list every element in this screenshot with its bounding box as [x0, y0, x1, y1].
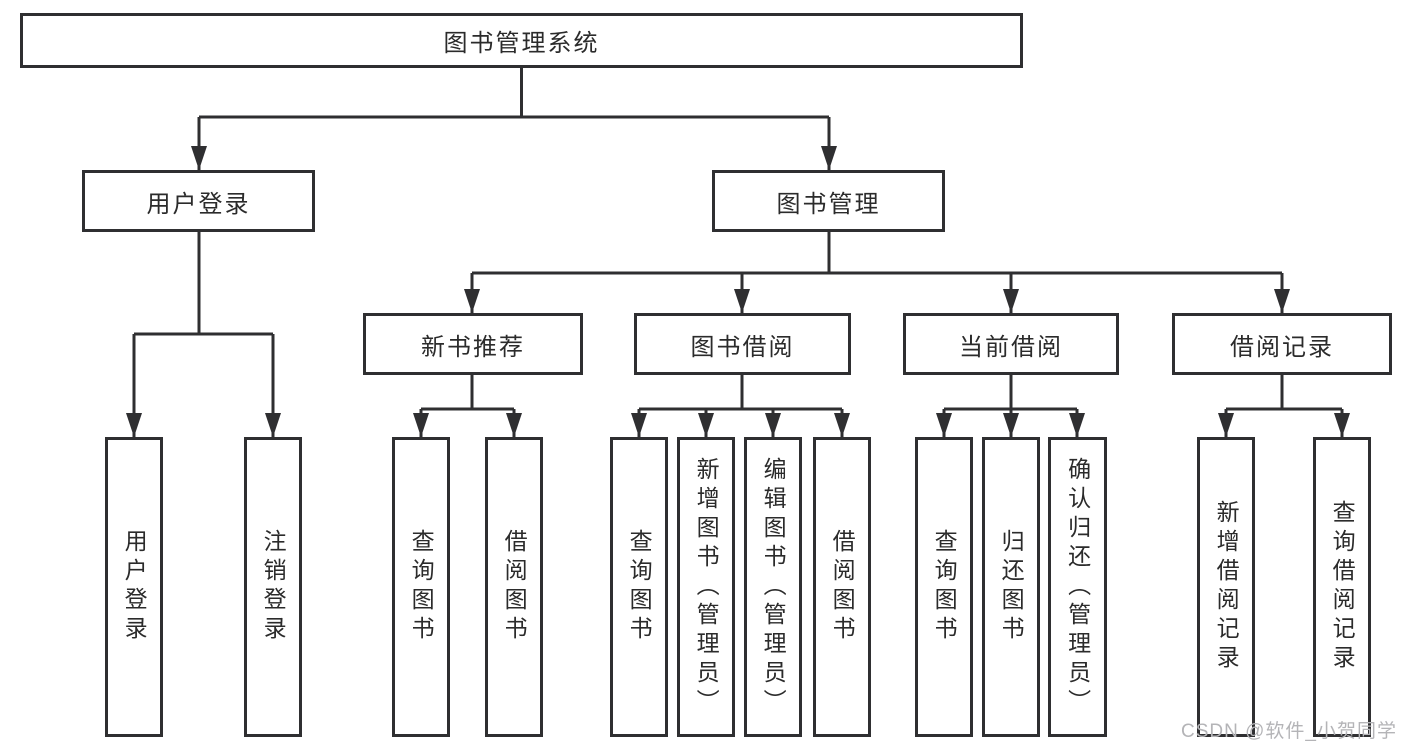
- node-borrow-records-label: 借阅记录: [1230, 333, 1334, 361]
- node-user-login: 用户登录: [82, 170, 315, 232]
- leaf-query-books-2: 查询图书: [610, 437, 668, 737]
- node-book-management: 图书管理: [712, 170, 945, 232]
- leaf-user-login-label: 用户登录: [121, 529, 148, 645]
- node-user-login-label: 用户登录: [146, 190, 251, 218]
- node-root-system-label: 图书管理系统: [443, 30, 600, 57]
- leaf-edit-books-admin-label: 编辑图书（管理员）: [760, 456, 787, 718]
- leaf-confirm-return-admin: 确认归还（管理员）: [1048, 437, 1107, 737]
- leaf-query-books-1: 查询图书: [392, 437, 450, 737]
- leaf-borrow-books-1-label: 借阅图书: [501, 529, 528, 645]
- node-root-system: 图书管理系统: [20, 13, 1023, 68]
- leaf-query-books-3: 查询图书: [915, 437, 973, 737]
- leaf-query-borrow-record-label: 查询借阅记录: [1329, 500, 1356, 674]
- node-borrow-records: 借阅记录: [1172, 313, 1392, 375]
- connector-rails: [134, 68, 1342, 411]
- leaf-user-login: 用户登录: [105, 437, 163, 737]
- node-new-book-recommend: 新书推荐: [363, 313, 583, 375]
- leaf-confirm-return-admin-label: 确认归还（管理员）: [1064, 456, 1091, 718]
- leaf-borrow-books-2-label: 借阅图书: [829, 529, 856, 645]
- leaf-query-borrow-record: 查询借阅记录: [1313, 437, 1371, 737]
- node-book-management-label: 图书管理: [776, 190, 881, 218]
- node-book-borrow: 图书借阅: [634, 313, 851, 375]
- leaf-query-books-2-label: 查询图书: [626, 529, 653, 645]
- leaf-borrow-books-2: 借阅图书: [813, 437, 871, 737]
- node-new-book-recommend-label: 新书推荐: [421, 333, 525, 361]
- leaf-edit-books-admin: 编辑图书（管理员）: [744, 437, 802, 737]
- leaf-query-books-3-label: 查询图书: [931, 529, 958, 645]
- leaf-add-borrow-record-label: 新增借阅记录: [1213, 500, 1240, 674]
- leaf-query-books-1-label: 查询图书: [408, 529, 435, 645]
- leaf-logout: 注销登录: [244, 437, 302, 737]
- csdn-watermark: CSDN @软件_小贺同学: [1181, 721, 1397, 742]
- leaf-add-books-admin: 新增图书（管理员）: [677, 437, 735, 737]
- leaf-add-books-admin-label: 新增图书（管理员）: [693, 456, 720, 718]
- leaf-return-books: 归还图书: [982, 437, 1040, 737]
- leaf-add-borrow-record: 新增借阅记录: [1197, 437, 1255, 737]
- leaf-return-books-label: 归还图书: [998, 529, 1025, 645]
- leaf-borrow-books-1: 借阅图书: [485, 437, 543, 737]
- node-current-borrow: 当前借阅: [903, 313, 1119, 375]
- node-book-borrow-label: 图书借阅: [690, 333, 795, 361]
- node-current-borrow-label: 当前借阅: [959, 333, 1063, 361]
- leaf-logout-label: 注销登录: [260, 529, 287, 645]
